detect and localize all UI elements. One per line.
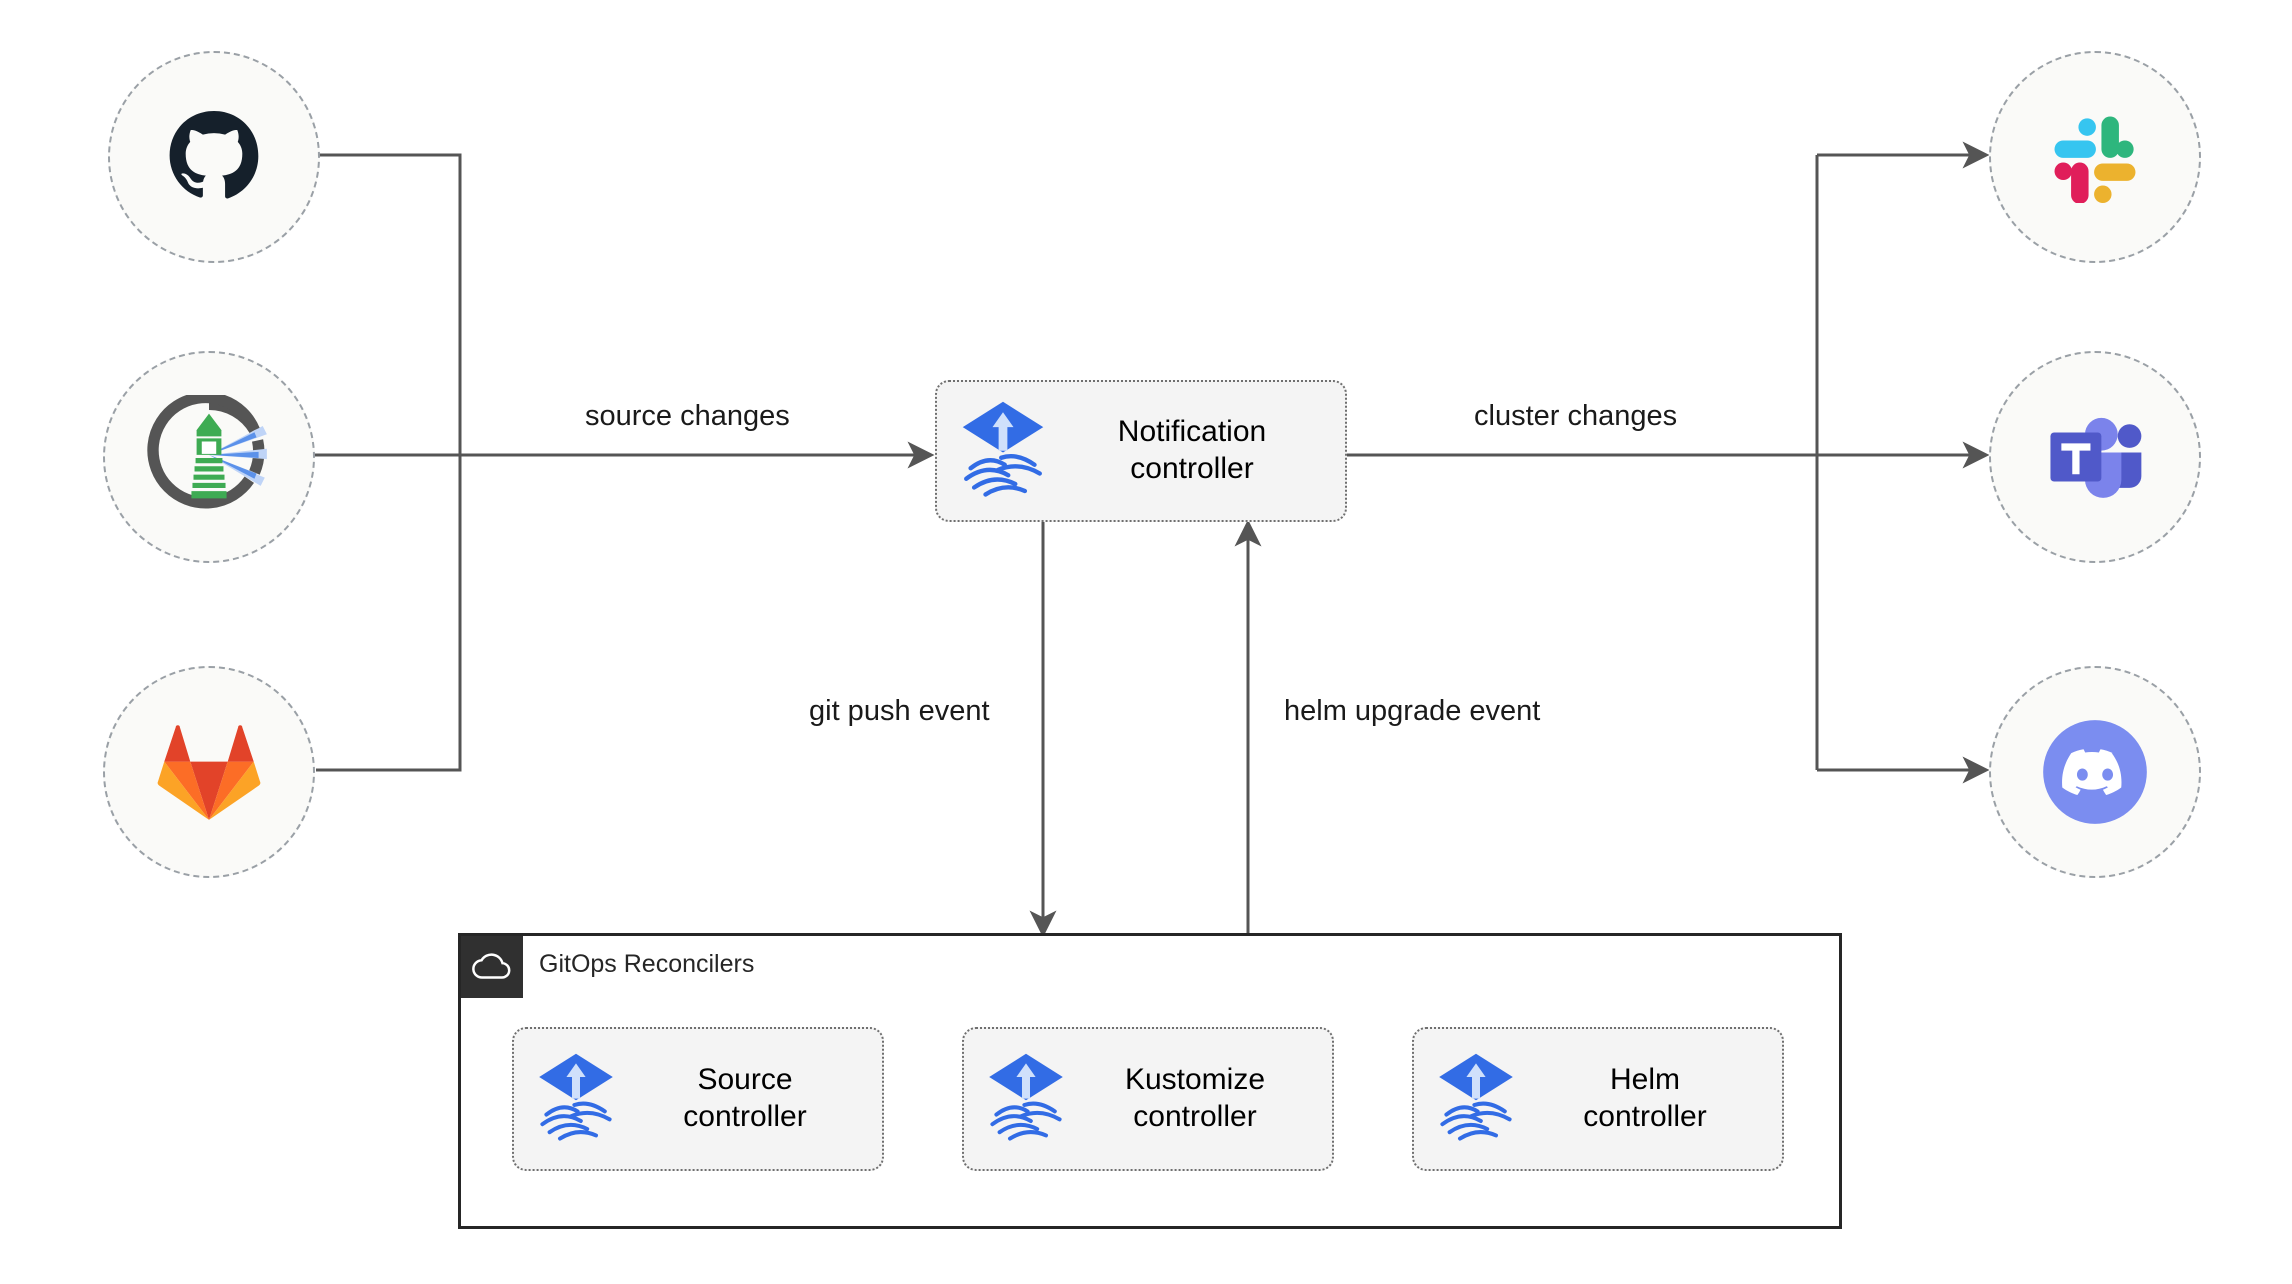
- source-node-gitlab[interactable]: [103, 666, 315, 878]
- flux-icon: [1436, 1052, 1516, 1147]
- edge-label-cluster-changes: cluster changes: [1466, 400, 1686, 433]
- source-node-github[interactable]: [108, 51, 320, 263]
- helm-controller-box[interactable]: Helm controller: [1412, 1027, 1784, 1171]
- cloud-icon: [472, 953, 511, 979]
- kustomize-controller-box[interactable]: Kustomize controller: [962, 1027, 1334, 1171]
- source-node-flux-lighthouse[interactable]: [103, 351, 315, 563]
- teams-icon: [2050, 417, 2142, 498]
- destination-node-discord[interactable]: [1989, 666, 2201, 878]
- flux-icon: [959, 400, 1047, 503]
- source-controller-box[interactable]: Source controller: [512, 1027, 884, 1171]
- github-icon: [169, 111, 259, 199]
- kustomize-controller-label: Kustomize controller: [1124, 1063, 1266, 1133]
- destination-node-teams[interactable]: [1989, 351, 2201, 563]
- source-controller-label: Source controller: [683, 1063, 807, 1133]
- lighthouse-icon: [147, 395, 267, 509]
- discord-icon: [2043, 720, 2147, 824]
- destination-node-slack[interactable]: [1989, 51, 2201, 263]
- flux-icon: [986, 1052, 1066, 1147]
- edge-label-source-changes: source changes: [577, 400, 798, 433]
- edge-sources-trunk: [316, 153, 462, 772]
- notification-controller-box[interactable]: Notification controller: [935, 380, 1347, 522]
- gitops-reconcilers-title: GitOps Reconcilers: [539, 950, 755, 978]
- flux-icon: [536, 1052, 616, 1147]
- notification-controller-label: Notification controller: [1117, 415, 1267, 485]
- cloud-icon-tab: [461, 936, 523, 998]
- edge-label-helm-upgrade-event: helm upgrade event: [1276, 695, 1549, 728]
- edge-label-git-push-event: git push event: [801, 695, 998, 728]
- slack-icon: [2054, 116, 2136, 203]
- helm-controller-label: Helm controller: [1583, 1063, 1707, 1133]
- gitlab-icon: [157, 725, 261, 820]
